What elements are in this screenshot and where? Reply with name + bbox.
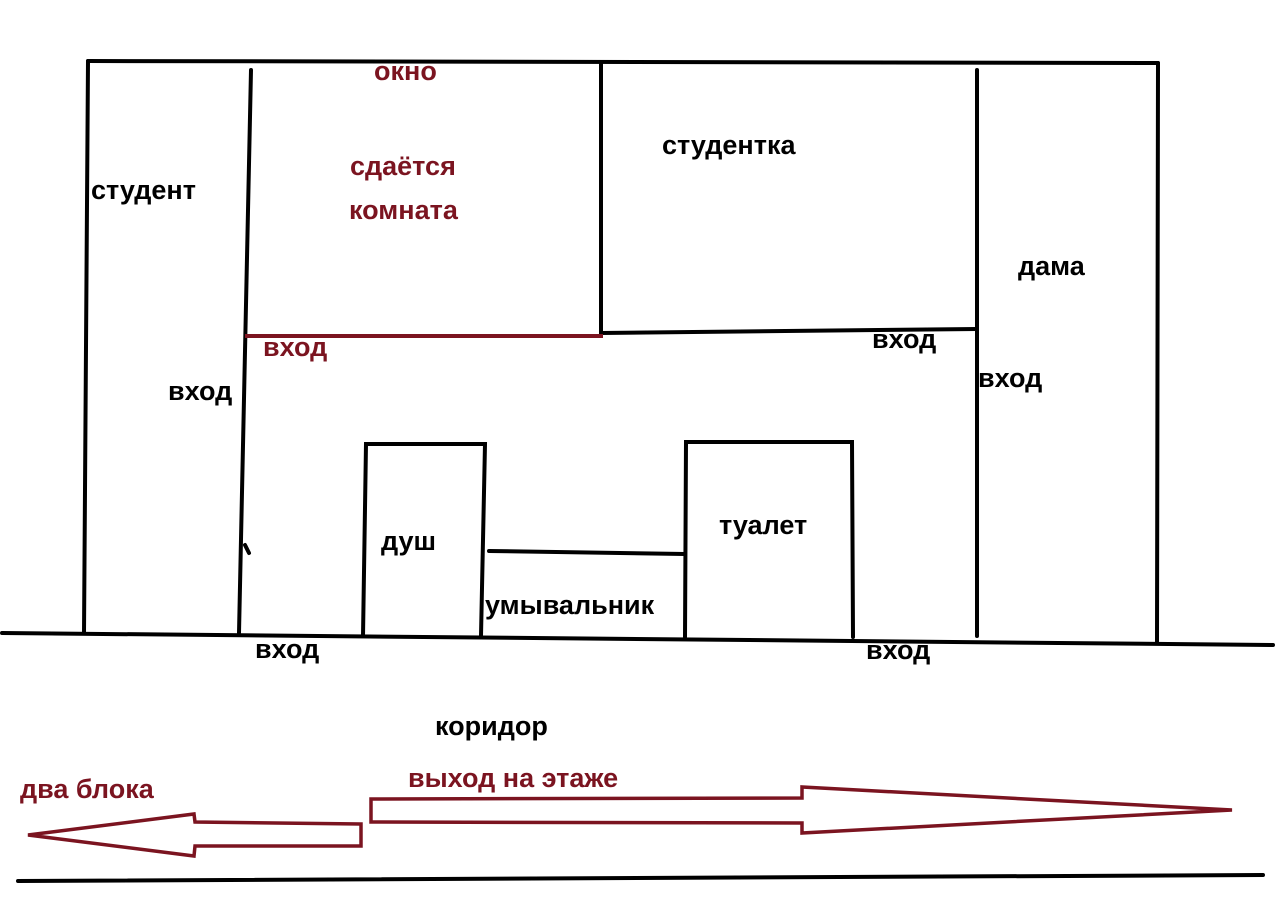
lady-label: дама bbox=[1018, 251, 1085, 281]
entrance-label-studentka: вход bbox=[872, 324, 937, 354]
floor-exit-label: выход на этаже bbox=[408, 763, 619, 793]
two-blocks-label: два блока bbox=[20, 774, 154, 804]
shower-walls bbox=[361, 442, 488, 638]
corridor-top-line bbox=[0, 631, 1275, 647]
room-for-rent-label-2: комната bbox=[349, 195, 458, 225]
toilet-label: туалет bbox=[719, 510, 808, 540]
window-label: окно bbox=[374, 56, 437, 86]
student-label: студент bbox=[91, 175, 196, 205]
arrow-left-two-blocks bbox=[27, 812, 363, 858]
washbasin-label: умывальник bbox=[485, 590, 655, 620]
entrance-label-lady: вход bbox=[978, 363, 1043, 393]
entrance-label-block-right: вход bbox=[866, 635, 931, 665]
outer-right-wall bbox=[1155, 61, 1160, 644]
wall-tick bbox=[243, 543, 251, 555]
outer-left-wall bbox=[82, 59, 90, 635]
studentka-bottom-wall bbox=[599, 327, 979, 335]
student-room-wall bbox=[237, 68, 253, 635]
arrow-right-floor-exit bbox=[369, 785, 1233, 835]
shower-label: душ bbox=[381, 526, 436, 556]
corridor-bottom-line bbox=[16, 873, 1265, 883]
entrance-label-student: вход bbox=[168, 376, 233, 406]
toilet-walls bbox=[683, 440, 855, 639]
outer-top-wall bbox=[86, 59, 1160, 65]
studentka-label: студентка bbox=[662, 130, 796, 160]
entrance-label-rent-room: вход bbox=[263, 332, 328, 362]
corridor-label: коридор bbox=[435, 711, 548, 741]
room-for-rent-label-1: сдаётся bbox=[350, 151, 456, 181]
entrance-label-block-left: вход bbox=[255, 634, 320, 664]
washbasin-counter bbox=[487, 549, 687, 556]
